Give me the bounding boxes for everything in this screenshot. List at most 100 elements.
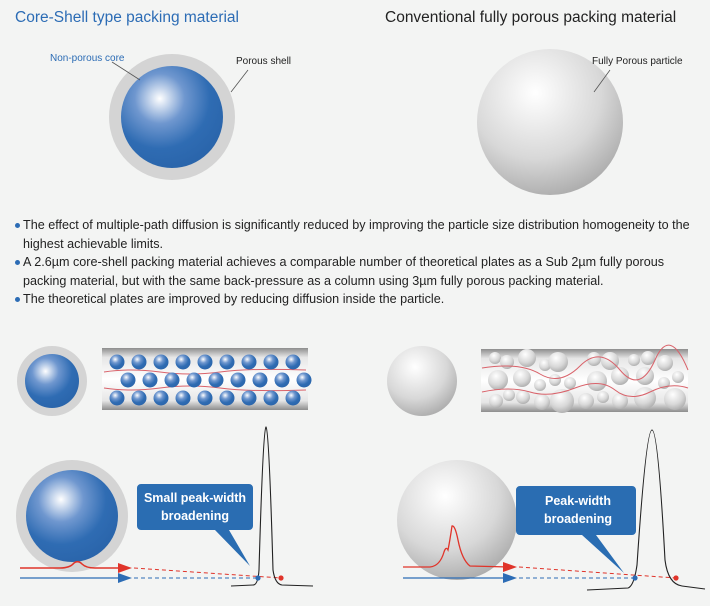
red-arrowhead-icon [118,563,132,573]
core-shell-column [102,348,312,410]
blue-arrowhead-icon [503,573,517,583]
bullet-text: A 2.6µm core-shell packing material achi… [23,255,665,288]
porous-leader-line [593,69,611,93]
packed-particle [219,390,235,406]
packed-particle [120,372,136,388]
porous-packed-particle [672,371,684,383]
porous-packed-particle [564,377,576,389]
packed-particle [175,390,191,406]
callout-text-right: Peak-width broadening [520,492,636,528]
packed-particle [263,390,279,406]
porous-packed-particle [597,391,609,403]
porous-packed-particle [488,370,508,390]
blue-peak-dot [255,575,261,581]
porous-packed-particle [657,355,673,371]
packed-particle [241,354,257,370]
blue-peak-dot [632,575,638,581]
porous-packed-particle [518,349,536,367]
porous-packed-particle [628,354,640,366]
porous-packed-particle [534,394,550,410]
porous-packed-particle [534,379,546,391]
packed-particle [230,372,246,388]
bullet-text: The theoretical plates are improved by r… [23,292,445,306]
packed-particle [131,390,147,406]
packed-particle [208,372,224,388]
porous-packed-particle [587,352,601,366]
red-dashed-line [518,566,677,579]
packed-particle [175,354,191,370]
red-peak-dot [278,575,284,581]
porous-shell-label: Porous shell [236,56,292,67]
callout-bubble-left [137,484,253,566]
porous-packed-particle [634,387,656,409]
bullet-dot-icon [15,260,20,266]
fully-porous-particle-label: Fully Porous particle [592,56,683,67]
bullet-dot-icon [15,223,20,229]
callout-line: Peak-width [545,494,611,508]
packed-particle [285,354,301,370]
callout-line: Small peak-width [143,491,247,505]
callout-text-left: Small peak-width broadening [137,489,253,525]
red-flow-arrow-line [20,560,122,569]
porous-packed-particle [612,393,628,409]
packed-particle [197,390,213,406]
packed-particle [142,372,158,388]
packed-particle [109,390,125,406]
porous-packed-particle [513,369,531,387]
porous-packed-particle [548,352,568,372]
packed-particle [241,390,257,406]
porous-packed-particle [549,374,561,386]
bullet-item: The theoretical plates are improved by r… [15,290,705,309]
small-fully-porous-particle [387,346,457,416]
porous-packed-particle [664,388,686,410]
flow-path [481,344,689,381]
core-leader-line [111,61,141,81]
bullet-list: The effect of multiple-path diffusion is… [15,216,705,309]
packed-particle [219,354,235,370]
packed-particle [153,390,169,406]
shell-leader-line [230,69,249,93]
packed-particle [164,372,180,388]
blue-arrowhead-icon [118,573,132,583]
callout-line: broadening [160,509,230,523]
large-fully-porous-particle [397,460,517,580]
non-porous-core-label: Non-porous core [50,53,125,64]
packed-particle [197,354,213,370]
porous-packed-particle [611,367,629,385]
packed-particle [131,354,147,370]
bullet-item: A 2.6µm core-shell packing material achi… [15,253,705,290]
porous-packed-particle [578,393,594,409]
bullet-text: The effect of multiple-path diffusion is… [23,218,690,251]
packed-particle [296,372,312,388]
bullet-dot-icon [15,297,20,303]
red-arrowhead-icon [503,562,517,572]
callout-line: broadening [543,512,613,526]
porous-packed-particle [587,371,607,391]
broad-peak [586,429,706,591]
conventional-title: Conventional fully porous packing materi… [385,9,677,26]
porous-packed-particle [641,351,655,365]
packed-particle [109,354,125,370]
porous-packed-particle [489,352,501,364]
packed-particle [186,372,202,388]
large-core-shell-particle [16,460,128,572]
packed-particle [252,372,268,388]
packed-particle [153,354,169,370]
packed-particle [274,372,290,388]
red-peak-dot [673,575,679,581]
callout-bubble-right [516,486,636,573]
flow-path [481,383,689,397]
small-core-shell-particle [17,346,87,416]
red-broad-flow-line [403,525,511,568]
porous-packed-particle [516,390,530,404]
core-shell-particle [109,54,235,180]
fully-porous-column [481,344,689,413]
porous-packed-particle [550,389,574,413]
porous-packed-particle [489,394,503,408]
porous-packed-particle [503,389,515,401]
packed-particle [263,354,279,370]
core-shell-title: Core-Shell type packing material [15,9,239,26]
porous-packed-particle [500,355,514,369]
packed-particle [285,390,301,406]
